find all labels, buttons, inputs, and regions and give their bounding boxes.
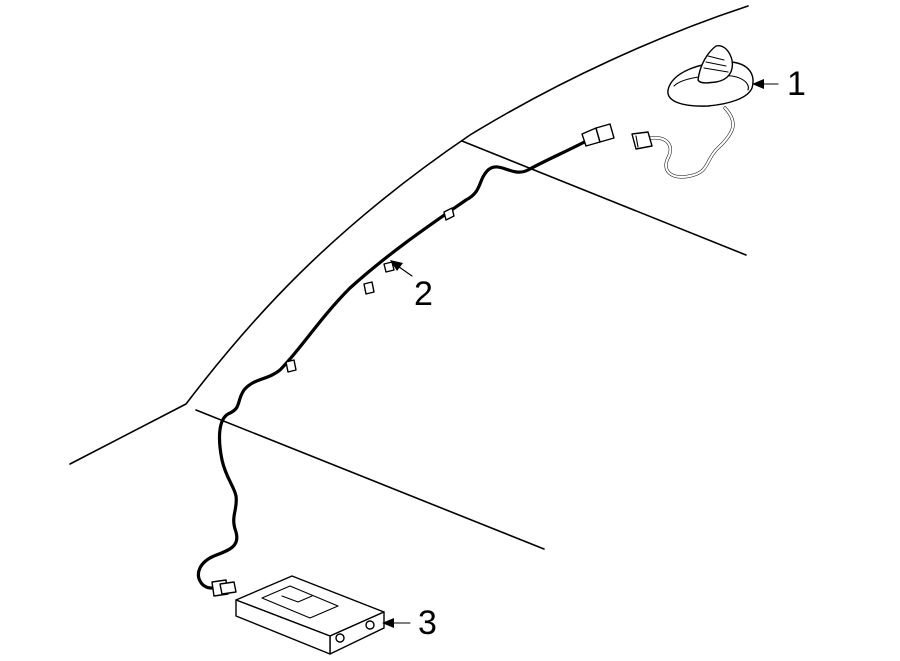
antenna-part [631, 45, 754, 179]
callout-2-arrowhead [390, 260, 403, 271]
callout-2: 2 [390, 260, 433, 313]
callout-3-label: 3 [418, 604, 437, 642]
callout-1-label: 1 [787, 65, 806, 103]
callout-3-arrowhead [382, 618, 394, 628]
callout-1: 1 [752, 65, 806, 103]
module-port [335, 633, 345, 643]
harness-clip [443, 207, 455, 221]
harness-clip [363, 281, 375, 295]
antenna-base [667, 61, 754, 107]
callout-2-label: 2 [414, 275, 433, 313]
antenna-cable-harness [196, 123, 615, 597]
harness-clip [285, 359, 297, 373]
windshield-top-line [461, 140, 747, 256]
antenna-module [235, 575, 385, 655]
harness-clip [383, 261, 395, 273]
module-port [365, 620, 375, 630]
roof-edge-line [69, 5, 749, 465]
module-side-face [235, 599, 331, 655]
harness-cable [196, 136, 594, 590]
module-label-panel [261, 585, 339, 619]
callout-3: 3 [382, 604, 437, 642]
antenna-lead-cable [648, 106, 735, 179]
antenna-lead-connector [631, 131, 653, 150]
windshield-bottom-line [195, 409, 545, 550]
vehicle-body-outline [69, 5, 749, 550]
callout-1-arrowhead [752, 79, 764, 89]
